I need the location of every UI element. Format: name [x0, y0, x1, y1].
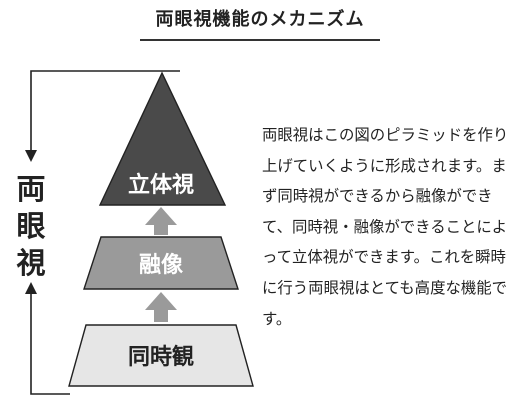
up-arrowhead-icon: [25, 282, 37, 294]
pyramid-level-middle-label: 融像: [139, 252, 184, 278]
description-text: 両眼視はこの図のピラミッドを作り上げていくように形成されます。まず同時視ができる…: [262, 126, 509, 328]
pyramid-level-top-label: 立体視: [128, 172, 194, 198]
up-arrow-icon: [145, 292, 177, 322]
down-arrowhead-icon: [25, 150, 37, 162]
title-underline: [140, 39, 380, 41]
side-label-char: 視: [16, 246, 46, 280]
side-label-char: 眼: [16, 209, 46, 243]
pyramid-level-top: [98, 71, 227, 206]
loop-arrow-bottom: [30, 292, 70, 395]
diagram-title: 両眼視機能のメカニズム: [155, 9, 365, 30]
pyramid-level-middle: [83, 236, 239, 290]
pyramid-level-bottom: [68, 324, 254, 387]
up-arrow-icon: [145, 207, 177, 235]
side-label-char: 両: [16, 172, 46, 206]
loop-arrow-top: [30, 70, 180, 152]
side-label-binocular-vision: 両 眼 視: [8, 171, 54, 282]
pyramid-level-bottom-label: 同時観: [128, 344, 194, 370]
